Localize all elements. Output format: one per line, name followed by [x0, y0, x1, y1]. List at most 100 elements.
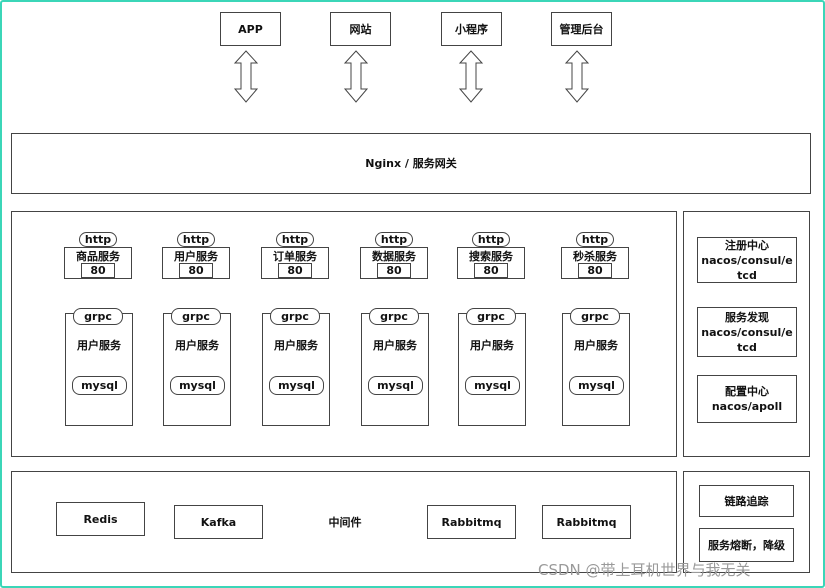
mysql-badge: mysql — [368, 376, 423, 395]
service-name: 搜索服务 — [457, 249, 525, 263]
grpc-badge-text: grpc — [281, 310, 309, 323]
double-arrow-icon — [458, 50, 484, 103]
service-node-label-text: 用户服务 — [574, 339, 618, 352]
port-box: 80 — [278, 263, 312, 278]
client-label: 小程序 — [455, 22, 488, 36]
grpc-badge-text: grpc — [581, 310, 609, 323]
service-name: 用户服务 — [162, 249, 230, 263]
service-node-label-text: 用户服务 — [77, 339, 121, 352]
mysql-badge: mysql — [465, 376, 520, 395]
grpc-badge: grpc — [369, 308, 419, 325]
double-arrow-icon — [564, 50, 590, 103]
config-center-box: 配置中心 nacos/apoll — [697, 375, 797, 423]
http-badge: http — [375, 232, 413, 247]
service-name: 订单服务 — [261, 249, 329, 263]
client-label: 网站 — [349, 22, 372, 36]
middleware-label: Rabbitmq — [556, 515, 617, 529]
discovery-sub: nacos/consul/e — [701, 325, 793, 339]
middleware-redis: Redis — [56, 502, 145, 536]
registry-sub: tcd — [737, 268, 757, 282]
middleware-kafka: Kafka — [174, 505, 263, 539]
service-name-text: 用户服务 — [174, 250, 218, 263]
grpc-badge: grpc — [73, 308, 123, 325]
mysql-badge-text: mysql — [81, 379, 118, 392]
http-badge-text: http — [380, 233, 408, 246]
config-sub: nacos/apoll — [711, 400, 783, 413]
http-badge: http — [177, 232, 215, 247]
mysql-badge: mysql — [569, 376, 624, 395]
tracing-label: 链路追踪 — [724, 494, 769, 508]
service-name-text: 搜索服务 — [469, 250, 513, 263]
registry-sub: nacos/consul/e — [701, 253, 793, 267]
service-node — [65, 313, 133, 426]
http-badge-text: http — [581, 233, 609, 246]
grpc-badge: grpc — [270, 308, 320, 325]
watermark: CSDN @带上耳机世界与我无关 — [538, 560, 751, 579]
mysql-badge-text: mysql — [377, 379, 414, 392]
client-website: 网站 — [330, 12, 391, 46]
grpc-badge-text: grpc — [182, 310, 210, 323]
service-name-text: 商品服务 — [76, 250, 120, 263]
discovery-title: 服务发现 — [725, 310, 769, 324]
service-name: 商品服务 — [64, 249, 132, 263]
circuit-breaker-box: 服务熔断，降级 — [699, 528, 794, 562]
port-box-text: 80 — [587, 264, 603, 277]
double-arrow-icon — [233, 50, 259, 103]
client-label: APP — [238, 22, 263, 36]
http-badge-text: http — [182, 233, 210, 246]
service-node-label: 用户服务 — [65, 336, 133, 354]
http-badge: http — [276, 232, 314, 247]
middleware-label: Rabbitmq — [441, 515, 502, 529]
port-box-text: 80 — [188, 264, 204, 277]
middleware-label: Redis — [83, 512, 118, 526]
port-box: 80 — [474, 263, 508, 278]
http-badge: http — [79, 232, 117, 247]
discovery-sub: tcd — [737, 340, 757, 354]
client-app: APP — [220, 12, 281, 46]
mysql-badge-text: mysql — [179, 379, 216, 392]
registry-title: 注册中心 — [725, 238, 769, 252]
service-node-label-text: 用户服务 — [470, 339, 514, 352]
middleware-title: 中间件 — [310, 510, 380, 534]
http-badge-text: http — [281, 233, 309, 246]
client-label: 管理后台 — [559, 22, 604, 36]
client-miniprogram: 小程序 — [441, 12, 502, 46]
port-box-text: 80 — [287, 264, 303, 277]
middleware-rabbitmq-2: Rabbitmq — [542, 505, 631, 539]
double-arrow-icon — [343, 50, 369, 103]
service-name-text: 订单服务 — [273, 250, 317, 263]
config-title: 配置中心 — [725, 385, 769, 398]
registry-center-box: 注册中心 nacos/consul/e tcd — [697, 237, 797, 283]
port-box-text: 80 — [90, 264, 106, 277]
mysql-badge: mysql — [72, 376, 127, 395]
service-node-label: 用户服务 — [562, 336, 630, 354]
middleware-rabbitmq-1: Rabbitmq — [427, 505, 516, 539]
middleware-title-text: 中间件 — [328, 516, 362, 529]
service-discovery-box: 服务发现 nacos/consul/e tcd — [697, 307, 797, 357]
service-node — [458, 313, 526, 426]
service-node-label: 用户服务 — [262, 336, 330, 354]
service-node-label-text: 用户服务 — [175, 339, 219, 352]
service-node — [361, 313, 429, 426]
mysql-badge-text: mysql — [278, 379, 315, 392]
port-box: 80 — [179, 263, 213, 278]
grpc-badge-text: grpc — [477, 310, 505, 323]
grpc-badge-text: grpc — [84, 310, 112, 323]
service-node-label-text: 用户服务 — [373, 339, 417, 352]
service-name-text: 数据服务 — [372, 250, 416, 263]
service-name-text: 秒杀服务 — [573, 250, 617, 263]
http-badge-text: http — [84, 233, 112, 246]
middleware-label: Kafka — [200, 515, 237, 529]
gateway-label: Nginx / 服务网关 — [365, 157, 457, 170]
service-name: 秒杀服务 — [561, 249, 629, 263]
port-box-text: 80 — [386, 264, 402, 277]
service-node — [562, 313, 630, 426]
client-admin: 管理后台 — [551, 12, 612, 46]
circuit-breaker-label: 服务熔断，降级 — [708, 538, 785, 552]
grpc-badge: grpc — [570, 308, 620, 325]
http-badge-text: http — [477, 233, 505, 246]
service-node-label-text: 用户服务 — [274, 339, 318, 352]
service-node-label: 用户服务 — [361, 336, 429, 354]
http-badge: http — [472, 232, 510, 247]
